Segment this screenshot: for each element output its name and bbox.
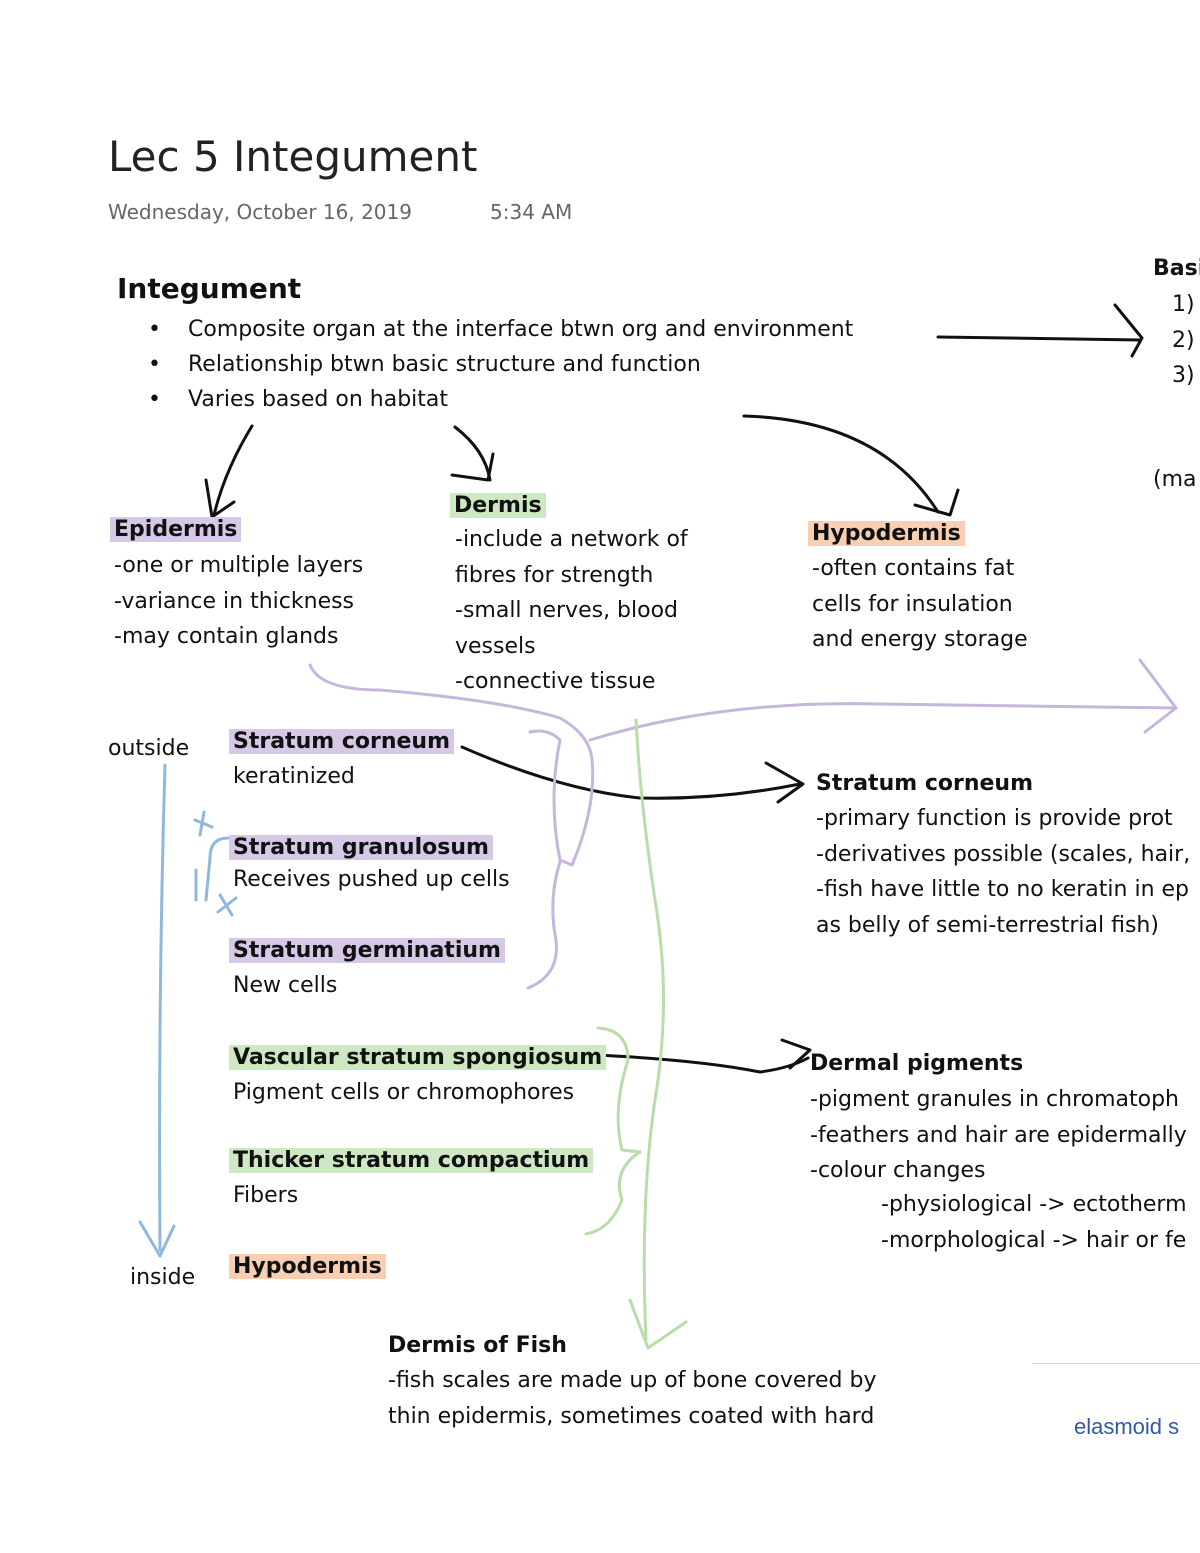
list-item: Composite organ at the interface btwn or… — [148, 312, 853, 347]
note-line: -one or multiple layers — [114, 553, 364, 578]
purple-arrowhead — [1138, 658, 1178, 734]
blue-bracket — [204, 836, 230, 902]
layer-stratum-corneum: Stratum corneum — [229, 724, 454, 759]
dermal-pigments-sub-lines: -physiological -> ectotherm -morphologic… — [881, 1187, 1187, 1258]
dermis-of-fish-heading: Dermis of Fish — [388, 1333, 567, 1358]
arrow-to-hypodermis — [742, 414, 940, 514]
note-line: -feathers and hair are epidermally — [810, 1122, 1187, 1148]
purple-bracket-top — [308, 663, 595, 867]
list-item: 3) — [1172, 363, 1195, 388]
arrowhead-stratum-corneum-note — [764, 761, 805, 804]
note-line: thin epidermis, sometimes coated with ha… — [388, 1403, 875, 1429]
arrow-to-stratum-corneum-note — [460, 745, 802, 800]
integument-bullets: Composite organ at the interface btwn or… — [148, 312, 853, 417]
note-line: cells for insulation — [812, 591, 1013, 617]
arrowhead-basics — [1113, 303, 1144, 358]
green-arrowhead — [628, 1298, 688, 1350]
note-line: -physiological -> ectotherm — [881, 1192, 1187, 1217]
inside-label: inside — [130, 1265, 196, 1290]
arrow-to-basics — [936, 335, 1142, 342]
note-line: -connective tissue — [455, 669, 656, 694]
dermal-pigments-lines: -pigment granules in chromatoph -feather… — [810, 1082, 1187, 1189]
note-line: -small nerves, blood — [455, 598, 679, 623]
list-item: 2) — [1172, 327, 1195, 353]
note-line: -colour changes — [810, 1158, 986, 1183]
page-time: 5:34 AM — [490, 200, 573, 224]
note-line: -morphological -> hair or fe — [881, 1227, 1187, 1253]
layer-hypodermis: Hypodermis — [229, 1249, 386, 1284]
note-line: -variance in thickness — [114, 588, 355, 614]
green-bracket — [584, 1026, 642, 1236]
note-line: -pigment granules in chromatoph — [810, 1087, 1180, 1112]
note-line: -fish scales are made up of bone covered… — [388, 1368, 877, 1393]
dermis-of-fish-lines: -fish scales are made up of bone covered… — [388, 1363, 876, 1434]
dermis-heading: Dermis — [450, 488, 546, 523]
blue-arrow-down — [158, 763, 167, 1252]
dermis-notes: -include a network of fibres for strengt… — [455, 522, 688, 700]
layer-vascular-stratum-spongiosum-desc: Pigment cells or chromophores — [233, 1080, 575, 1105]
hypodermis-heading: Hypodermis — [808, 516, 965, 551]
layer-stratum-germinatium-desc: New cells — [233, 973, 338, 998]
arrow-to-dermis — [453, 425, 492, 482]
integument-heading: Integument — [117, 272, 302, 305]
blue-star-top-icon — [193, 810, 214, 837]
stratum-corneum-note-heading: Stratum corneum — [816, 771, 1033, 796]
stratum-corneum-note-lines: -primary function is provide prot -deriv… — [816, 801, 1190, 943]
note-line: -derivatives possible (scales, hair, — [816, 841, 1191, 867]
clipped-card-divider — [1032, 1363, 1200, 1364]
note-line: -fish have little to no keratin in ep — [816, 877, 1190, 902]
arrowhead-hypodermis — [913, 488, 960, 517]
note-line: fibres for strength — [455, 562, 654, 588]
note-line: and energy storage — [812, 627, 1028, 652]
page-title: Lec 5 Integument — [108, 132, 478, 181]
note-line: -often contains fat — [812, 556, 1015, 581]
outside-label: outside — [108, 736, 190, 761]
layer-stratum-granulosum-desc: Receives pushed up cells — [233, 867, 510, 892]
note-line: -include a network of — [455, 527, 688, 552]
list-item: 1) — [1172, 292, 1195, 317]
dermal-pigments-heading: Dermal pigments — [810, 1051, 1024, 1076]
layer-stratum-corneum-desc: keratinized — [233, 764, 355, 789]
list-item: Varies based on habitat — [148, 382, 853, 417]
basics-heading-partial: Basi — [1153, 256, 1200, 281]
blue-arrowhead — [138, 1220, 176, 1258]
purple-bracket-bottom — [526, 860, 562, 990]
basics-note-partial: (ma — [1153, 467, 1197, 492]
hypodermis-notes: -often contains fat cells for insulation… — [812, 551, 1028, 658]
blue-star-bottom-icon — [216, 893, 238, 917]
epidermis-heading: Epidermis — [110, 512, 242, 547]
layer-vascular-stratum-spongiosum: Vascular stratum spongiosum — [229, 1040, 607, 1075]
layer-thicker-stratum-compactium: Thicker stratum compactium — [229, 1143, 594, 1178]
purple-arrow-right — [588, 702, 1178, 742]
note-line: -primary function is provide prot — [816, 806, 1173, 831]
basics-list-partial: 1) 2) 3) — [1172, 287, 1195, 394]
note-line: vessels — [455, 633, 536, 659]
layer-stratum-germinatium: Stratum germinatium — [229, 933, 505, 968]
elasmoid-link-partial[interactable]: elasmoid s — [1074, 1414, 1180, 1439]
green-arrow-down — [634, 718, 665, 1342]
epidermis-notes: -one or multiple layers -variance in thi… — [114, 548, 363, 655]
note-line: as belly of semi-terrestrial fish) — [816, 912, 1159, 938]
note-line: -may contain glands — [114, 624, 339, 649]
list-item: Relationship btwn basic structure and fu… — [148, 347, 853, 382]
page-date: Wednesday, October 16, 2019 — [108, 200, 412, 224]
layer-thicker-stratum-compactium-desc: Fibers — [233, 1183, 299, 1208]
arrowhead-dermal-pigments — [780, 1038, 812, 1070]
arrowhead-dermis — [450, 452, 495, 482]
layer-stratum-granulosum: Stratum granulosum — [229, 830, 493, 865]
arrow-to-epidermis — [212, 424, 254, 517]
